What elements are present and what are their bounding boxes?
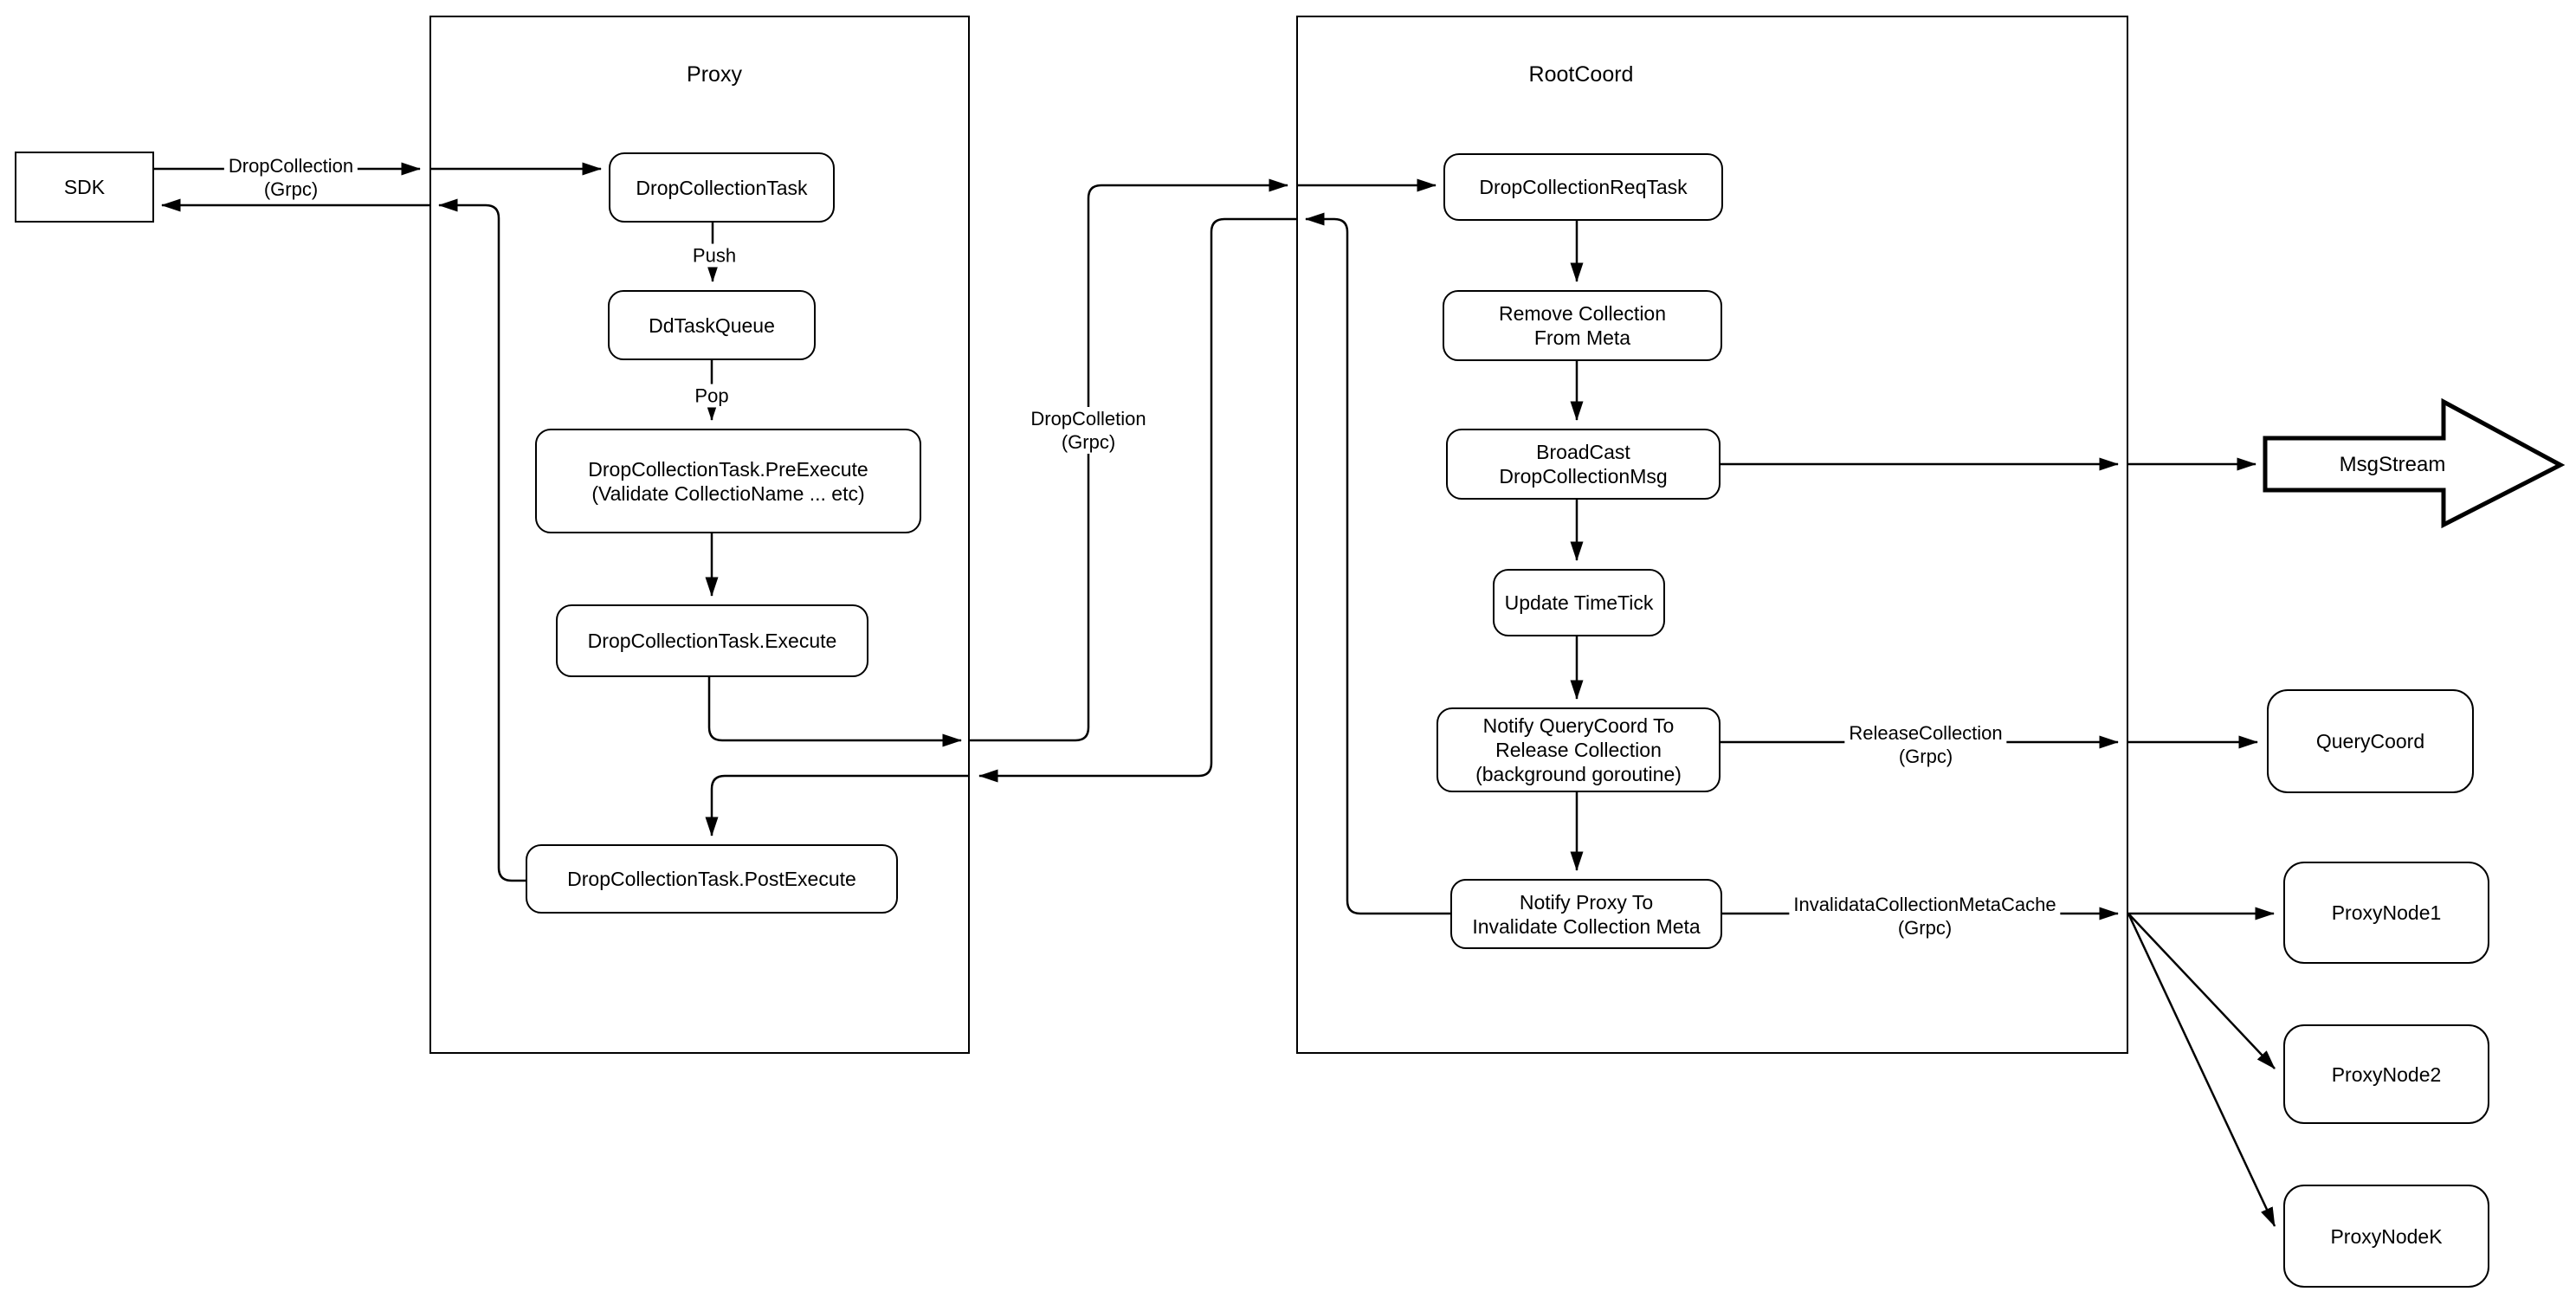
edge-label-invalidata-collection-meta-cache: InvalidataCollectionMetaCache (Grpc) — [1789, 893, 2061, 940]
node-post-execute: DropCollectionTask.PostExecute — [526, 844, 898, 914]
node-proxynodek: ProxyNodeK — [2283, 1185, 2489, 1288]
edge-rcborder-to-proxynodek — [2127, 913, 2276, 1227]
edge-label-release-collection-grpc: ReleaseCollection (Grpc) — [1844, 721, 2007, 768]
node-pre-execute: DropCollectionTask.PreExecute (Validate … — [535, 429, 921, 533]
msgstream-label: MsgStream — [2339, 453, 2446, 476]
node-broadcast-drop-collection-msg: BroadCast DropCollectionMsg — [1446, 429, 1721, 500]
msgstream-arrow-shape — [2263, 397, 2566, 529]
node-remove-collection-from-meta: Remove Collection From Meta — [1443, 290, 1722, 361]
node-querycoord: QueryCoord — [2267, 689, 2474, 793]
edge-rcborder-to-proxynode2 — [2127, 913, 2276, 1069]
edge-label-push: Push — [688, 243, 741, 268]
node-drop-collection-task: DropCollectionTask — [609, 152, 835, 223]
edge-proxy-to-postexecute — [705, 774, 970, 836]
edge-label-drop-colletion-grpc: DropColletion (Grpc) — [1026, 407, 1151, 454]
node-update-timetick: Update TimeTick — [1493, 569, 1665, 636]
edge-notifyproxy-to-border — [1305, 212, 1450, 915]
edge-border-to-proxy — [978, 217, 1296, 783]
proxy-title: Proxy — [687, 62, 742, 87]
rootcoord-title: RootCoord — [1528, 62, 1634, 87]
node-notify-querycoord: Notify QueryCoord To Release Collection … — [1436, 707, 1721, 792]
edge-label-pop: Pop — [690, 384, 733, 408]
node-drop-collection-req-task: DropCollectionReqTask — [1443, 153, 1723, 221]
node-execute: DropCollectionTask.Execute — [556, 604, 868, 677]
node-proxynode2: ProxyNode2 — [2283, 1024, 2489, 1124]
edge-label-drop-collection-grpc: DropCollection (Grpc) — [223, 154, 358, 201]
container-proxy: Proxy — [429, 16, 970, 1054]
node-notify-proxy: Notify Proxy To Invalidate Collection Me… — [1450, 879, 1722, 949]
node-sdk: SDK — [15, 152, 154, 223]
node-proxynode1: ProxyNode1 — [2283, 862, 2489, 964]
edge-execute-to-border — [707, 677, 962, 747]
container-rootcoord: RootCoord — [1296, 16, 2128, 1054]
node-dd-task-queue: DdTaskQueue — [608, 290, 816, 360]
edge-postexecute-to-border — [438, 198, 526, 882]
edge-border-to-rootcoord — [970, 178, 1288, 742]
